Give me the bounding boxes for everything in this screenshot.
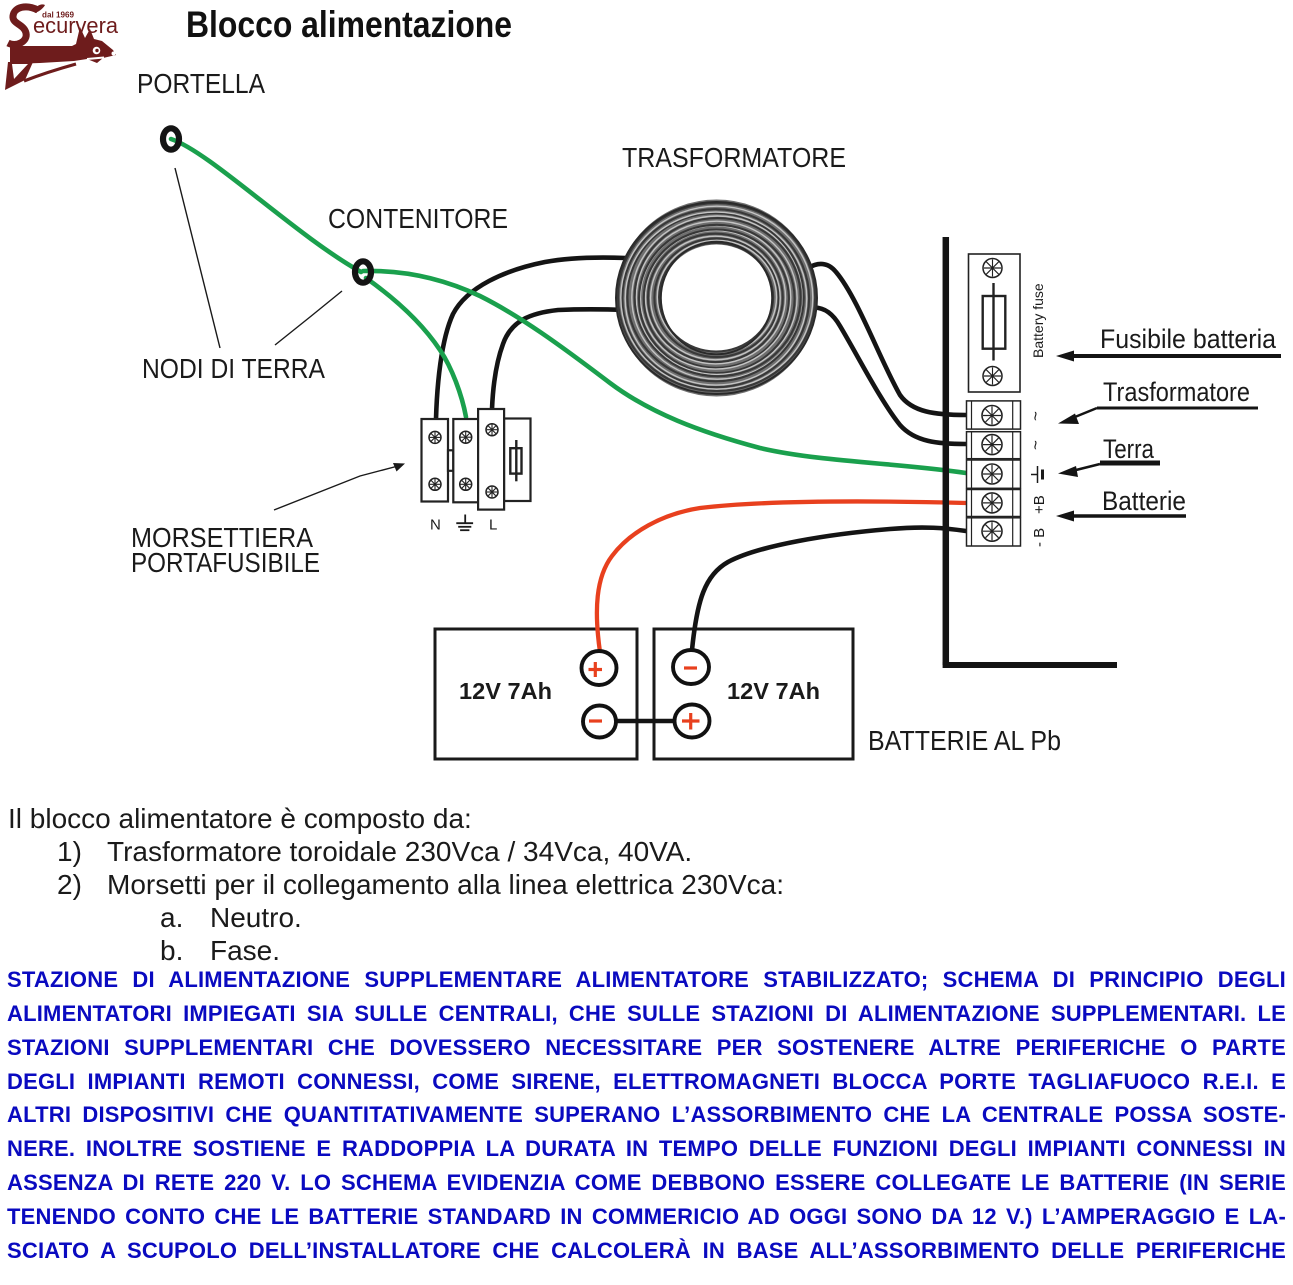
svg-text:+B: +B (1031, 495, 1048, 514)
svg-text:Fusibile batteria: Fusibile batteria (1100, 324, 1277, 354)
svg-text:N: N (430, 517, 441, 534)
svg-text:L: L (489, 517, 497, 534)
svg-text:NODI DI TERRA: NODI DI TERRA (142, 353, 325, 384)
svg-text:~: ~ (1026, 440, 1045, 450)
svg-text:PORTAFUSIBILE: PORTAFUSIBILE (131, 547, 320, 578)
svg-text:ecurvera: ecurvera (33, 13, 118, 38)
svg-text:~: ~ (1026, 411, 1045, 421)
svg-text:Blocco alimentazione: Blocco alimentazione (186, 4, 512, 45)
svg-text:dal 1969: dal 1969 (42, 10, 74, 20)
svg-text:12V 7Ah: 12V 7Ah (459, 678, 552, 704)
svg-text:CONTENITORE: CONTENITORE (328, 203, 508, 234)
svg-text:- B: - B (1031, 528, 1048, 547)
svg-text:12V 7Ah: 12V 7Ah (727, 678, 820, 704)
svg-text:Battery fuse: Battery fuse (1030, 283, 1046, 358)
svg-text:Terra: Terra (1103, 434, 1155, 464)
svg-text:Batterie: Batterie (1102, 486, 1186, 516)
svg-text:PORTELLA: PORTELLA (137, 68, 265, 99)
svg-text:Trasformatore: Trasformatore (1103, 377, 1250, 407)
svg-text:MORSETTIERA: MORSETTIERA (131, 522, 313, 553)
svg-text:TRASFORMATORE: TRASFORMATORE (622, 142, 846, 173)
svg-text:BATTERIE AL Pb: BATTERIE AL Pb (868, 725, 1061, 756)
